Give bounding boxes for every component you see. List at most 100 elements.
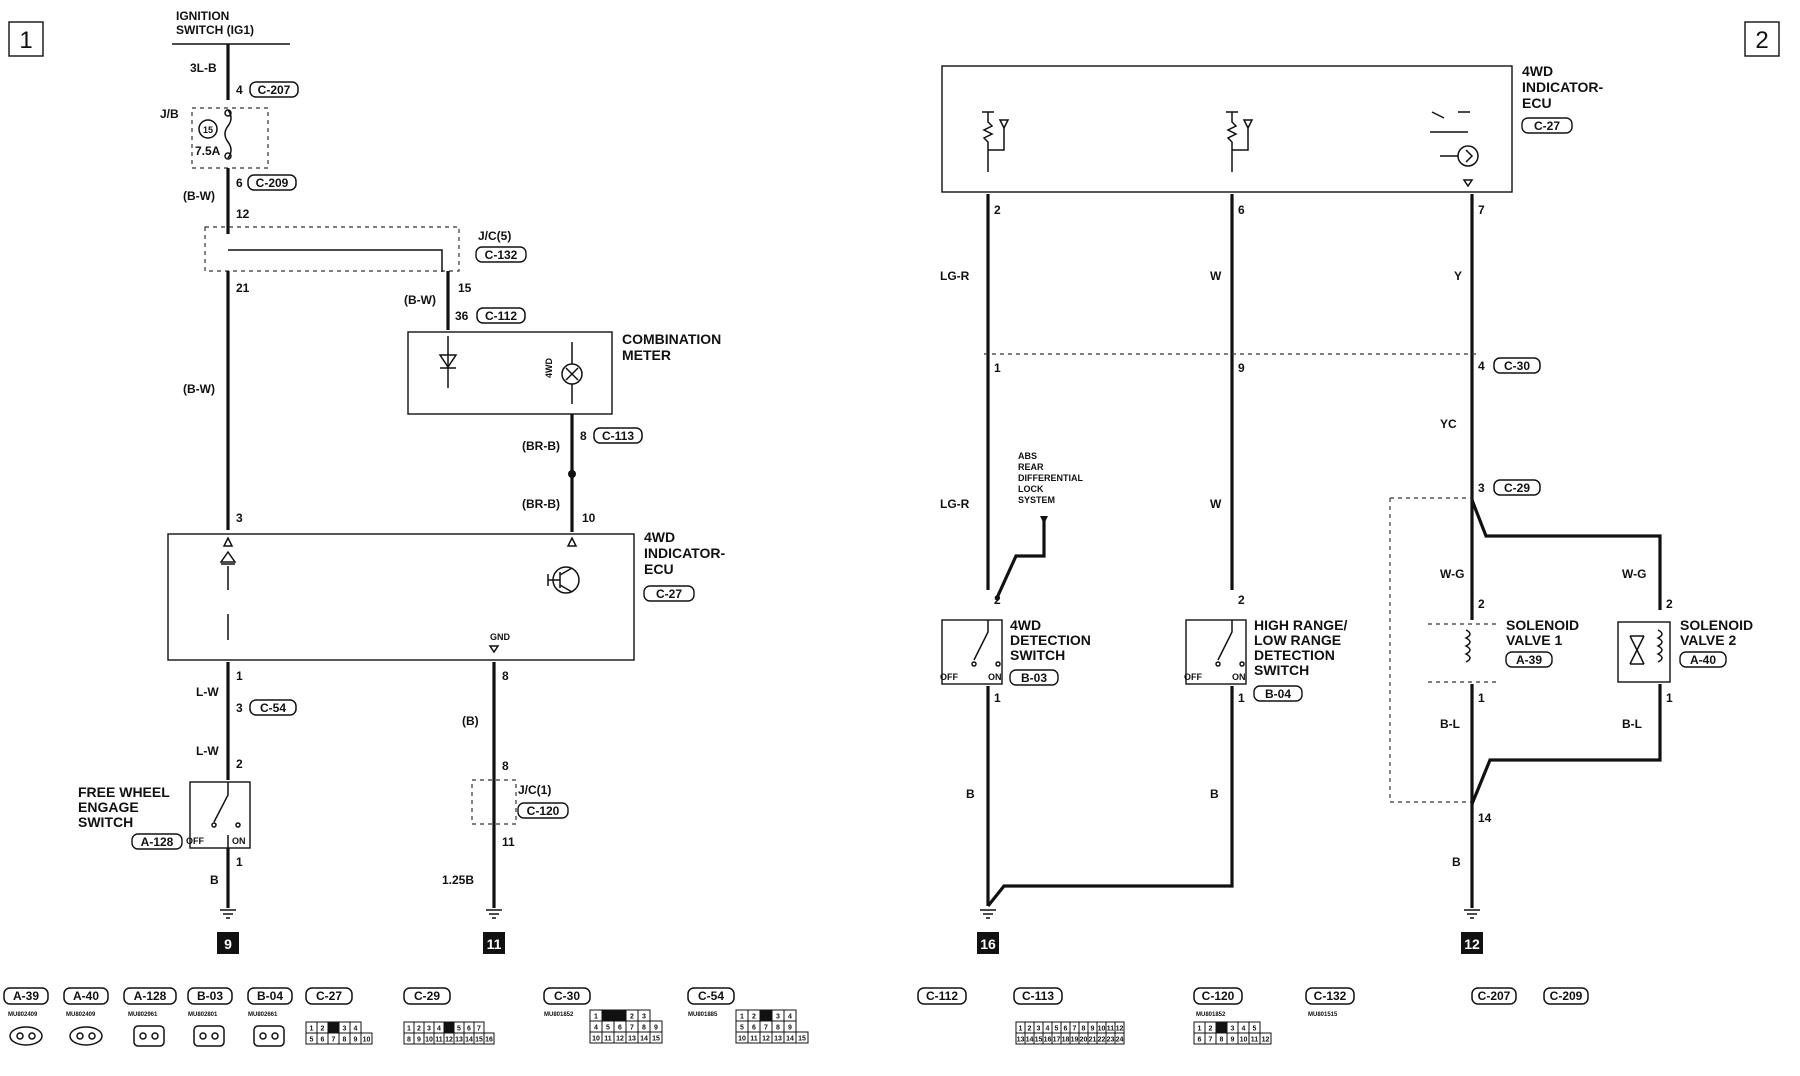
pin-cell bbox=[601, 1009, 615, 1022]
pin-number: 5 bbox=[310, 1037, 314, 1044]
pin-number: 7 bbox=[332, 1037, 336, 1044]
ground-ref-11: 11 bbox=[483, 932, 505, 954]
svg-text:L-W: L-W bbox=[196, 744, 219, 758]
pin-number: 4 bbox=[1242, 1026, 1246, 1033]
svg-text:C-29: C-29 bbox=[1504, 481, 1530, 495]
pin-number: 7 bbox=[764, 1025, 768, 1032]
pin-cell bbox=[759, 1009, 773, 1022]
svg-text:C-207: C-207 bbox=[258, 83, 291, 97]
pin-cell bbox=[327, 1021, 340, 1034]
svg-text:2: 2 bbox=[1755, 27, 1768, 54]
svg-text:4WD: 4WD bbox=[644, 529, 675, 545]
svg-text:8: 8 bbox=[580, 429, 587, 443]
svg-text:C-120: C-120 bbox=[527, 804, 560, 818]
detection-switch-4wd: OFF ON 4WD DETECTION SWITCH B-03 bbox=[940, 617, 1091, 686]
svg-text:MU802801: MU802801 bbox=[188, 1012, 218, 1018]
svg-text:B: B bbox=[1452, 855, 1461, 869]
pin-number: 1 bbox=[1019, 1026, 1023, 1033]
pin-number: 4 bbox=[594, 1025, 598, 1032]
svg-text:A-40: A-40 bbox=[1690, 653, 1716, 667]
svg-text:C-113: C-113 bbox=[602, 429, 634, 443]
pin-number: 14 bbox=[1026, 1037, 1034, 1044]
svg-text:B-04: B-04 bbox=[1265, 687, 1291, 701]
svg-text:SWITCH: SWITCH bbox=[78, 814, 133, 830]
pin-number: 9 bbox=[417, 1037, 421, 1044]
conn-c29: C-29 bbox=[1493, 479, 1541, 496]
svg-text:C-27: C-27 bbox=[316, 989, 342, 1003]
pin-number: 3 bbox=[1231, 1026, 1235, 1033]
svg-text:MU802409: MU802409 bbox=[66, 1012, 96, 1018]
svg-text:VALVE 1: VALVE 1 bbox=[1506, 632, 1562, 648]
svg-text:8: 8 bbox=[502, 669, 509, 683]
pin-number: 20 bbox=[1080, 1037, 1088, 1044]
svg-text:C-209: C-209 bbox=[256, 176, 289, 190]
svg-text:2: 2 bbox=[994, 593, 1001, 607]
conn-c30: C-30 bbox=[1493, 357, 1541, 374]
svg-text:FREE WHEEL: FREE WHEEL bbox=[78, 784, 170, 800]
pin-number: 5 bbox=[740, 1025, 744, 1032]
svg-text:C-30: C-30 bbox=[554, 989, 580, 1003]
sheet-marker-2: 2 bbox=[1744, 21, 1780, 57]
svg-text:4: 4 bbox=[236, 83, 243, 97]
abs-note: ABS REAR DIFFERENTIAL LOCK SYSTEM bbox=[994, 451, 1083, 601]
pin-number: 3 bbox=[776, 1014, 780, 1021]
pin-number: 1 bbox=[310, 1026, 314, 1033]
pin-number: 12 bbox=[1262, 1037, 1270, 1044]
wire-label-3lb: 3L-B bbox=[190, 61, 217, 75]
svg-text:C-120: C-120 bbox=[1202, 989, 1235, 1003]
svg-text:GND: GND bbox=[490, 632, 511, 642]
svg-text:HIGH RANGE/: HIGH RANGE/ bbox=[1254, 617, 1347, 633]
pin-number: 24 bbox=[1116, 1037, 1124, 1044]
pin-cell bbox=[360, 1032, 373, 1045]
svg-text:W-G: W-G bbox=[1622, 567, 1646, 581]
pin-number: 10 bbox=[425, 1037, 433, 1044]
pin-number: 7 bbox=[1073, 1026, 1077, 1033]
pin-number: 11 bbox=[435, 1037, 443, 1044]
pin-number: 14 bbox=[465, 1037, 473, 1044]
pin-number: 14 bbox=[640, 1036, 648, 1043]
svg-text:2: 2 bbox=[1478, 597, 1485, 611]
svg-text:(BR-B): (BR-B) bbox=[522, 497, 560, 511]
svg-text:C-54: C-54 bbox=[260, 701, 286, 715]
pin-number: 2 bbox=[1028, 1026, 1032, 1033]
pin-number: 6 bbox=[1064, 1026, 1068, 1033]
conn-c207: C-207 bbox=[249, 81, 299, 98]
pin-number: 9 bbox=[654, 1025, 658, 1032]
svg-text:OFF: OFF bbox=[940, 672, 958, 682]
svg-text:B: B bbox=[1210, 787, 1219, 801]
svg-text:C-207: C-207 bbox=[1478, 989, 1511, 1003]
pin-number: 18 bbox=[1062, 1037, 1070, 1044]
svg-text:B-L: B-L bbox=[1622, 717, 1642, 731]
pin-number: 9 bbox=[788, 1025, 792, 1032]
combination-meter: 4WD COMBINATION METER bbox=[407, 331, 721, 415]
pin-number: 13 bbox=[628, 1036, 636, 1043]
pin-number: 16 bbox=[1044, 1037, 1052, 1044]
svg-text:B: B bbox=[966, 787, 975, 801]
pin-number: 2 bbox=[1209, 1026, 1213, 1033]
pin-number: 12 bbox=[445, 1037, 453, 1044]
svg-text:YC: YC bbox=[1440, 417, 1457, 431]
svg-text:W: W bbox=[1210, 497, 1222, 511]
svg-text:A-39: A-39 bbox=[13, 989, 39, 1003]
svg-text:4: 4 bbox=[1478, 359, 1485, 373]
svg-text:IGNITION: IGNITION bbox=[176, 9, 229, 23]
pin-number: 5 bbox=[1253, 1026, 1257, 1033]
svg-text:W: W bbox=[1210, 269, 1222, 283]
pin-number: 11 bbox=[604, 1036, 612, 1043]
svg-text:11: 11 bbox=[487, 936, 502, 952]
pin-cell bbox=[649, 1031, 663, 1044]
svg-text:LOW RANGE: LOW RANGE bbox=[1254, 632, 1341, 648]
svg-text:16: 16 bbox=[980, 936, 996, 952]
pin-number: 3 bbox=[642, 1014, 646, 1021]
pin-number: 22 bbox=[1098, 1037, 1106, 1044]
svg-text:15: 15 bbox=[203, 125, 213, 135]
svg-text:11: 11 bbox=[502, 835, 515, 849]
svg-text:4WD: 4WD bbox=[544, 358, 554, 379]
svg-text:DIFFERENTIAL: DIFFERENTIAL bbox=[1018, 473, 1083, 483]
svg-text:(B-W): (B-W) bbox=[183, 189, 215, 203]
connector-legend: A-39 A-40 A-128 B-03 B-04 C-27 C-29 C-30… bbox=[3, 987, 1589, 1047]
svg-text:ENGAGE: ENGAGE bbox=[78, 799, 139, 815]
svg-text:OFF: OFF bbox=[186, 836, 204, 846]
pin-cell bbox=[1259, 1032, 1272, 1045]
